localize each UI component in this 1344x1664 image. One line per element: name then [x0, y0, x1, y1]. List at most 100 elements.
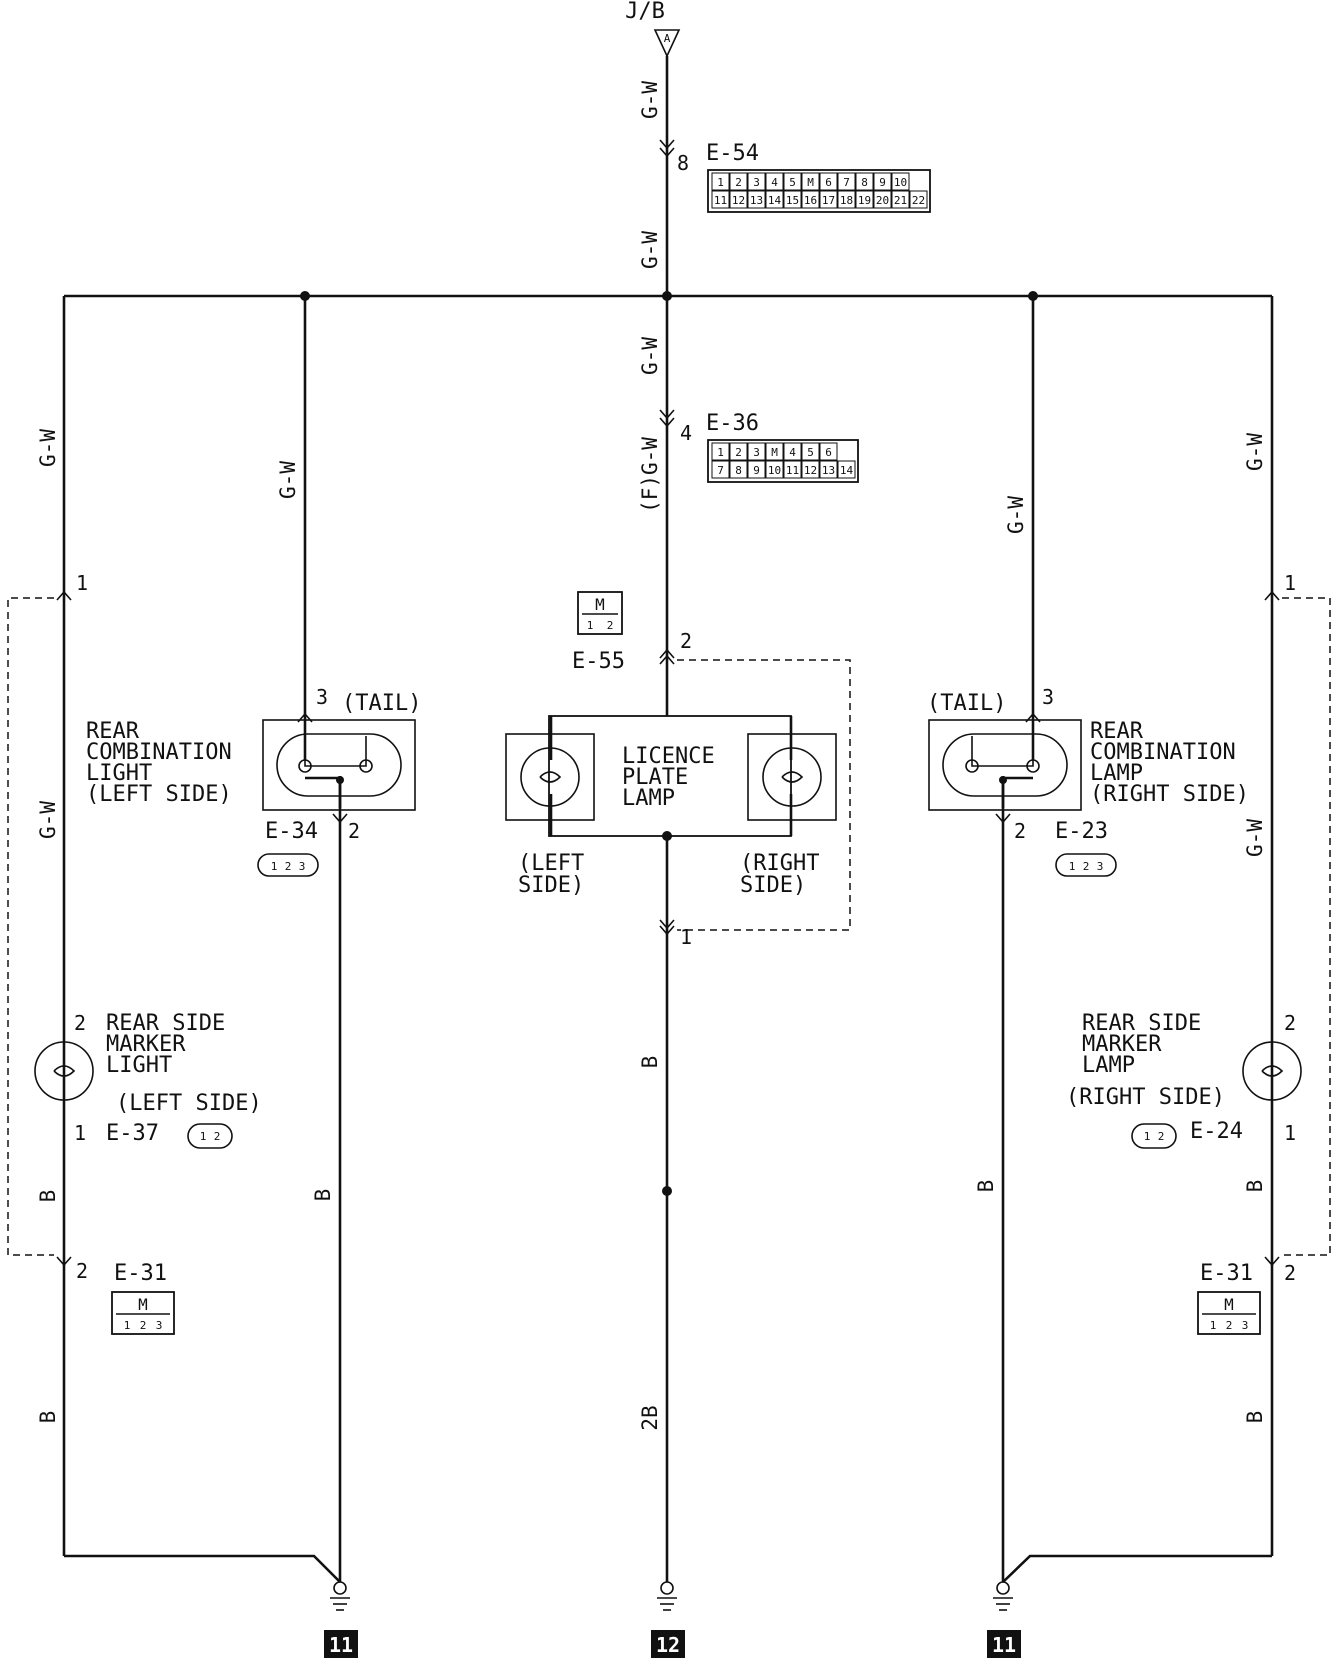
wire-label-fgw: (F)G-W	[638, 437, 662, 513]
connector-mark	[659, 648, 675, 659]
connector-id: E-37	[106, 1121, 159, 1146]
pin-number: 2	[348, 819, 360, 843]
pin-number: 4	[680, 421, 692, 445]
connector-mark	[1264, 1256, 1280, 1267]
junction-block-source: J/B A	[625, 0, 681, 58]
ground-point-number: 12	[656, 1633, 680, 1657]
ground-terminal	[660, 1581, 674, 1595]
connector-cell: 11	[786, 464, 799, 477]
connector-mark	[659, 919, 675, 930]
connector-cell-box	[729, 172, 748, 191]
connector-cell: 13	[750, 194, 763, 207]
connector-cell: 14	[840, 464, 854, 477]
connector-mark	[995, 813, 1011, 824]
connector-cell-box	[837, 172, 856, 191]
lamp-frame	[928, 719, 1082, 811]
connector-cell: M	[807, 176, 814, 189]
connector-cell: 11	[714, 194, 727, 207]
wire-label-gw: G-W	[36, 429, 60, 467]
ground-point-badge	[324, 1630, 358, 1658]
component-label: REAR	[86, 719, 140, 744]
connector-id: E-31	[114, 1261, 167, 1286]
tail-tag: (TAIL)	[342, 691, 421, 716]
connector-cell-box	[837, 460, 856, 479]
wire-label-gw: G-W	[638, 81, 662, 119]
licence-plate-lamp: LICENCE PLATE LAMP (LEFT SIDE) (RIGHT SI…	[505, 659, 851, 931]
wire-label-gw: G-W	[638, 231, 662, 269]
jb-terminal-letter: A	[664, 32, 671, 45]
connector-cell-box	[801, 172, 820, 191]
connector-cell: 2	[1226, 1319, 1233, 1332]
wire-label-b: B	[1243, 1411, 1267, 1424]
pin-number: 1	[680, 925, 692, 949]
connector-cell: 18	[840, 194, 853, 207]
connector-cell: 1	[1210, 1319, 1217, 1332]
connector-face	[577, 591, 623, 635]
connector-id: E-31	[1200, 1261, 1253, 1286]
left-ground-join	[64, 1554, 341, 1583]
wire-label-gw: G-W	[1004, 496, 1028, 534]
rear-side-marker-light-left: 1 2 1 REAR SIDE MARKER LIGHT (LEFT SIDE)…	[7, 571, 262, 1256]
connector-cell: 20	[876, 194, 889, 207]
connector-cell: 1	[717, 446, 724, 459]
ground-center: 12	[651, 1581, 685, 1658]
wire-label-b: B	[36, 1190, 60, 1203]
connector-cell: 1	[271, 860, 278, 873]
connector-cell: 6	[825, 176, 832, 189]
connector-cell: 2	[1158, 1130, 1165, 1143]
ground-terminal	[333, 1581, 347, 1595]
wire-label-gw: G-W	[36, 801, 60, 839]
pin-number: 2	[76, 1259, 88, 1283]
connector-cell-box	[711, 442, 730, 461]
connector-cell: 21	[894, 194, 907, 207]
connector-id: E-54	[706, 141, 759, 166]
connector-cell: 6	[825, 446, 832, 459]
connector-face	[111, 1291, 175, 1335]
marker-bulb	[34, 1041, 94, 1101]
connector-cell-box	[711, 460, 730, 479]
component-label: REAR SIDE	[1082, 1011, 1201, 1036]
connector-shape	[1131, 1123, 1177, 1149]
connector-cell: 1	[1144, 1130, 1151, 1143]
connector-cell: 8	[861, 176, 868, 189]
pin-number: 2	[1014, 819, 1026, 843]
connector-cell: 19	[858, 194, 871, 207]
connector-cell-box	[819, 190, 838, 209]
connector-cell: 3	[753, 446, 760, 459]
connector-cell-box	[765, 442, 784, 461]
connector-cell-box	[855, 172, 874, 191]
connector-cell-box	[819, 442, 838, 461]
connector-cell: 16	[804, 194, 817, 207]
connector-cell: 13	[822, 464, 835, 477]
right-filament	[781, 771, 804, 783]
component-label: LAMP	[1090, 761, 1143, 786]
connector-e31-right: 2 E-31 M 1 2 3	[1197, 1261, 1296, 1335]
connector-cell-box	[891, 172, 910, 191]
connector-id: E-34	[265, 819, 318, 844]
pin-number: 2	[680, 629, 692, 653]
connector-mark	[659, 925, 675, 936]
wire-label-gw: G-W	[1243, 433, 1267, 471]
pin-number: 1	[76, 571, 88, 595]
connector-id: E-23	[1055, 819, 1108, 844]
connector-cell: 1	[717, 176, 724, 189]
lamp-title-line: LAMP	[622, 786, 675, 811]
ground-point-number: 11	[992, 1633, 1016, 1657]
connector-cell: 2	[735, 446, 742, 459]
wire-label-b: B	[1243, 1180, 1267, 1193]
pin-number: 1	[1284, 571, 1296, 595]
connector-cell-box	[819, 460, 838, 479]
connector-mark	[659, 409, 675, 420]
connector-cell: 2	[607, 619, 614, 632]
wire-label-gw: G-W	[638, 337, 662, 375]
lamp-housing	[548, 715, 792, 837]
connector-cell-box	[729, 442, 748, 461]
pin-number: 2	[1284, 1261, 1296, 1285]
left-filament	[539, 771, 562, 783]
connector-cell-box	[747, 442, 766, 461]
wire-label-2b: 2B	[638, 1405, 662, 1430]
connector-cell: 1	[1069, 860, 1076, 873]
